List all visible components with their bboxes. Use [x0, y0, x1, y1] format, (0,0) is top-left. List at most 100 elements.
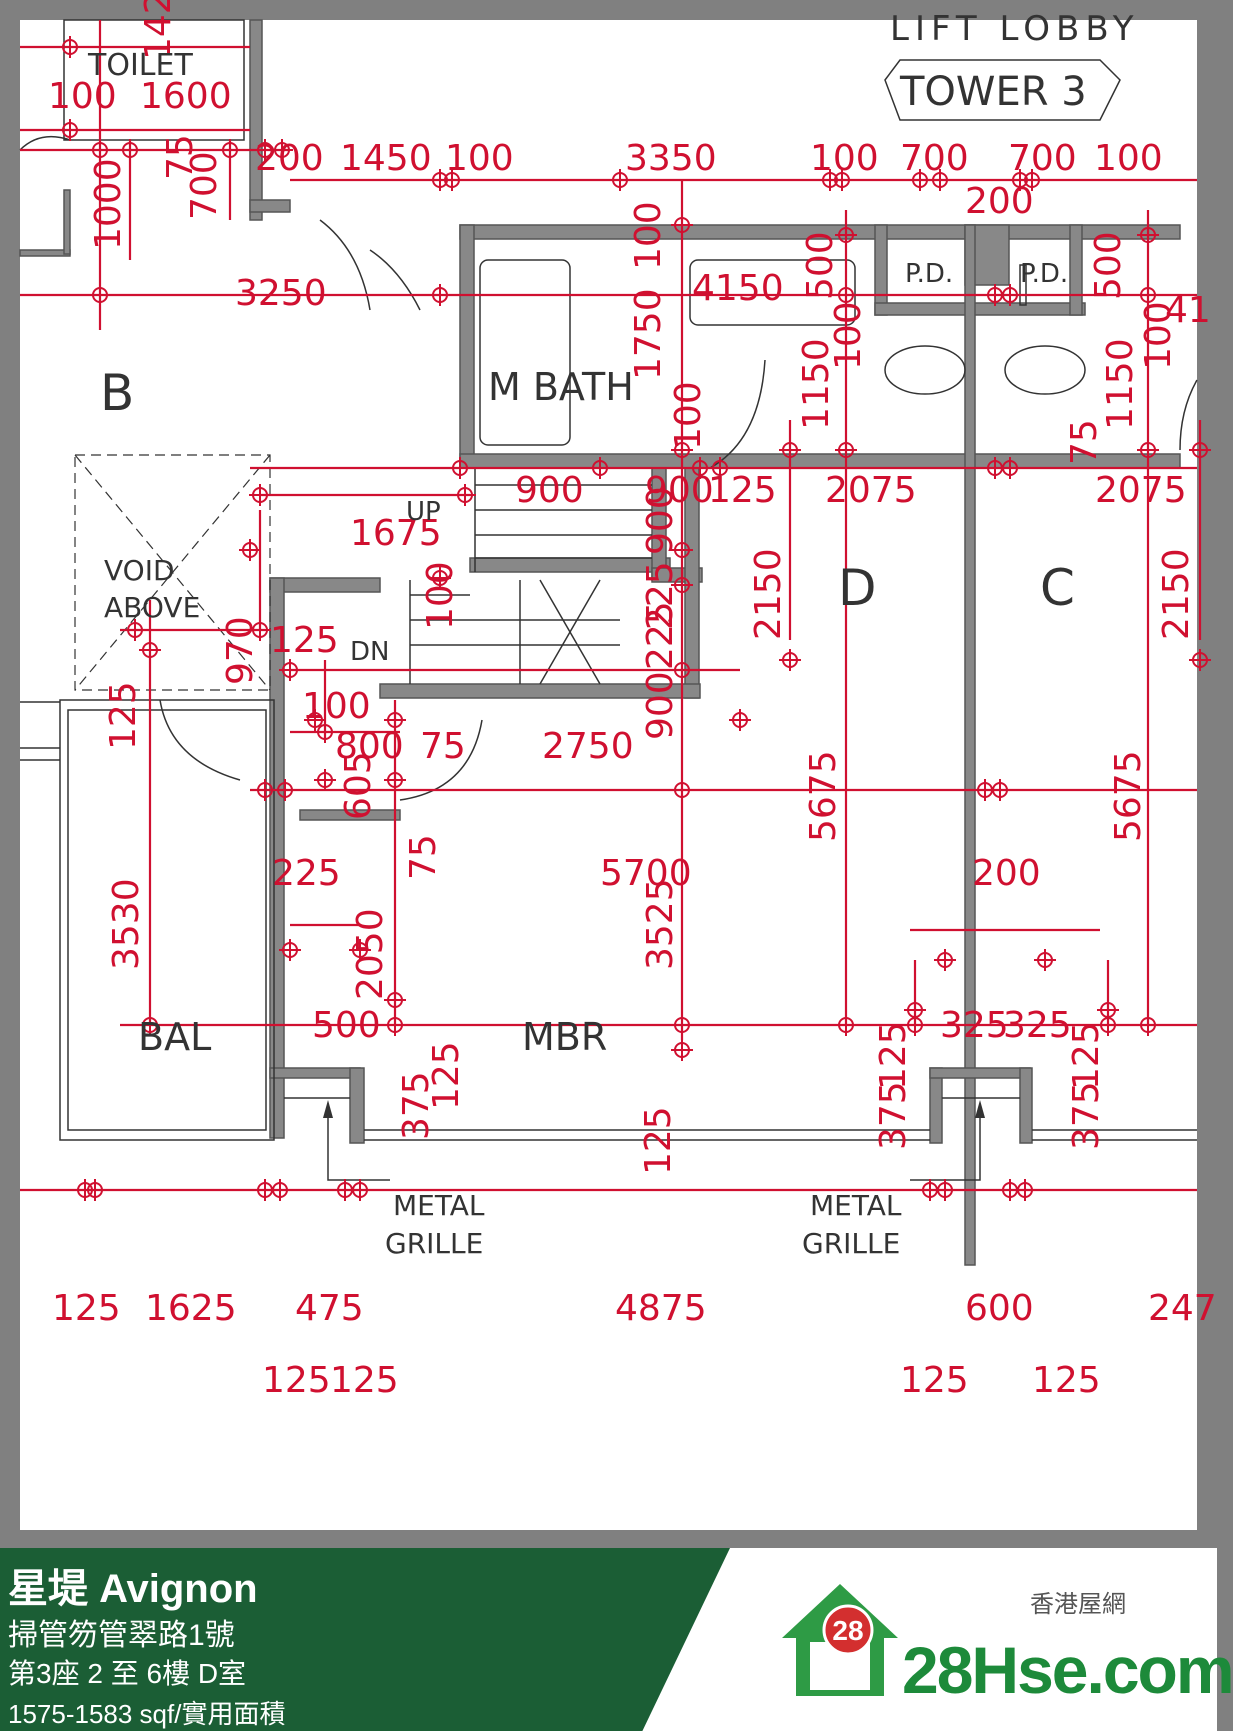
door-swing — [159, 699, 241, 781]
dim-text: 125 — [103, 681, 144, 750]
dim-text: 2750 — [542, 726, 634, 767]
dim-text: 100 — [1094, 138, 1163, 179]
stair-down-label: DN — [350, 637, 389, 667]
dim-text: 900 — [640, 671, 681, 740]
dim-text: 3350 — [625, 138, 717, 179]
dim-text: 200 — [965, 181, 1034, 222]
wall — [349, 1067, 365, 1144]
void-label: VOID — [104, 554, 175, 587]
room-labels: LIFT LOBBY TOWER 3 TOILET M BATH P.D. P.… — [87, 9, 1140, 1260]
dim-text: 500 — [1088, 231, 1129, 300]
dim-text: 1600 — [140, 76, 232, 117]
void-outline — [74, 454, 271, 691]
dim-text: 125 — [262, 1360, 331, 1401]
floor-plan: 142 100 1600 75 700 1000 200 1450 100 33… — [19, 0, 1217, 1401]
brand-chinese-name: 香港屋網 — [1030, 1590, 1126, 1618]
dim-text: 4150 — [692, 268, 784, 309]
listing-footer: 星堤 Avignon 掃管笏管翠路1號 第3座 2 至 6樓 D室 1575-1… — [0, 1548, 1233, 1731]
lift-lobby-label: LIFT LOBBY — [890, 9, 1140, 49]
dim-text: 125 — [330, 1360, 399, 1401]
dim-text: 325 — [1003, 1005, 1072, 1046]
wc-right — [1004, 345, 1086, 395]
dim-text: 1625 — [145, 1288, 237, 1329]
pd-label: P.D. — [1020, 259, 1068, 289]
stair-up — [474, 468, 652, 572]
dim-text: 125 — [708, 470, 777, 511]
unit-b-label: B — [100, 364, 134, 422]
dim-text: 2150 — [1156, 548, 1197, 640]
bal-label: BAL — [138, 1015, 211, 1059]
wall — [874, 224, 888, 316]
dim-text: 125 — [900, 1360, 969, 1401]
dim-text: 4875 — [615, 1288, 707, 1329]
vanity-counter — [689, 259, 856, 326]
grille2-arrow — [975, 1100, 985, 1118]
door-swing — [399, 719, 483, 801]
dim-text: 125 — [873, 1021, 914, 1090]
listing-info-panel: 星堤 Avignon 掃管笏管翠路1號 第3座 2 至 6樓 D室 1575-1… — [0, 1548, 730, 1731]
dim-text: 475 — [295, 1288, 364, 1329]
dim-text: 142 — [138, 0, 179, 60]
wall — [249, 199, 291, 213]
dim-text: 2150 — [748, 548, 789, 640]
door-swing — [709, 359, 766, 469]
grille-label: GRILLE — [385, 1227, 483, 1260]
dim-text: 800 — [335, 726, 404, 767]
dim-text: 1450 — [340, 138, 432, 179]
balcony-outline — [59, 699, 275, 1141]
dim-text: 1150 — [1100, 338, 1141, 430]
dim-text: 900 — [515, 470, 584, 511]
dim-text: 100 — [810, 138, 879, 179]
grille-label: METAL — [810, 1189, 902, 1222]
unit-c-label: C — [1040, 559, 1075, 617]
dim-text: 3530 — [106, 878, 147, 970]
estate-name: 星堤 Avignon — [8, 1567, 258, 1611]
wall — [1019, 1067, 1033, 1144]
wall — [19, 249, 71, 257]
void-cross — [74, 454, 271, 691]
dim-text: 700 — [900, 138, 969, 179]
dim-text: 1150 — [796, 338, 837, 430]
dim-text: 1675 — [350, 513, 442, 554]
pd-divider — [1019, 264, 1027, 306]
wall — [249, 19, 263, 221]
dim-text: 375 — [873, 1081, 914, 1150]
dim-text: 3250 — [235, 273, 327, 314]
dim-text: 5675 — [803, 750, 844, 842]
brand-wordmark: 28Hse.com — [902, 1633, 1233, 1707]
mbr-label: MBR — [522, 1015, 607, 1059]
dim-text: 605 — [338, 751, 379, 820]
grille1-leader — [327, 1105, 390, 1181]
wall — [63, 189, 71, 255]
dim-text: 325 — [940, 1005, 1009, 1046]
grille-label: METAL — [393, 1189, 485, 1222]
tower-tag-outline — [884, 59, 1121, 121]
void-label: ABOVE — [104, 591, 200, 624]
dim-text: 225 — [640, 601, 681, 670]
floor-plan-frame: 142 100 1600 75 700 1000 200 1450 100 33… — [19, 0, 1217, 1530]
dim-text: 1750 — [628, 288, 669, 380]
door-swing — [19, 135, 71, 151]
dim-text: 2050 — [350, 908, 391, 1000]
dim-text: 247 — [1148, 1288, 1217, 1329]
dim-text: 5675 — [1108, 750, 1149, 842]
pd-label: P.D. — [905, 259, 953, 289]
dim-text: 700 — [1008, 138, 1077, 179]
dim-text: 5700 — [600, 853, 692, 894]
dim-text: 500 — [312, 1005, 381, 1046]
wall — [269, 577, 381, 593]
unit-area: 1575-1583 sqf/實用面積 — [8, 1699, 286, 1729]
wc-left — [884, 345, 966, 395]
dim-text: 2075 — [825, 470, 917, 511]
dim-text: 900 — [640, 486, 681, 555]
door-swing — [369, 249, 421, 311]
wall — [459, 224, 475, 469]
dim-text: 200 — [255, 138, 324, 179]
dim-text: 3525 — [640, 878, 681, 970]
dim-text: 100 — [668, 381, 709, 450]
dim-text: 75 — [160, 134, 201, 180]
dim-text: 700 — [184, 151, 225, 220]
dim-text: 41 — [1165, 290, 1211, 331]
wall — [299, 809, 401, 821]
dim-text: 100 — [628, 201, 669, 270]
